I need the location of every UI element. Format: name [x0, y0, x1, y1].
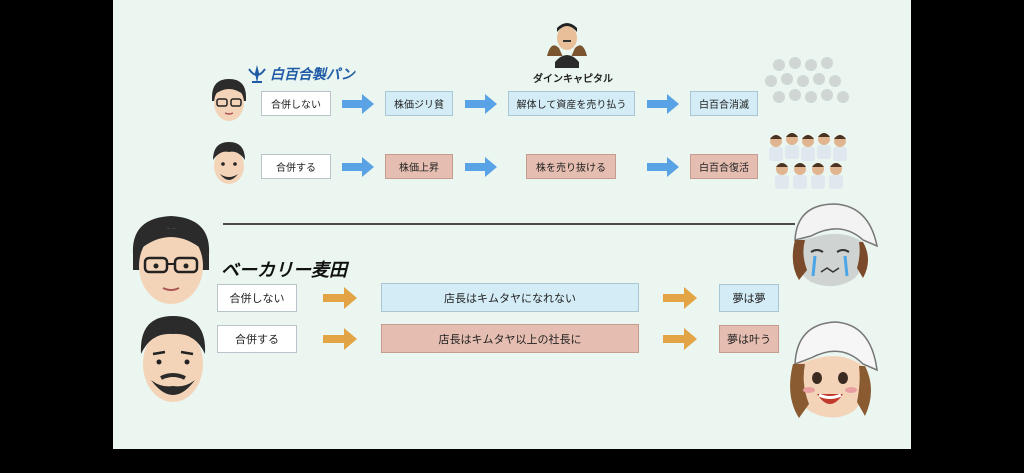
top-row1-step3: 解体して資産を売り払う	[508, 91, 635, 116]
arrow-right-icon	[465, 157, 497, 177]
happy-face-cap	[790, 321, 878, 418]
arrow-right-icon	[323, 287, 357, 309]
investor-avatar	[547, 23, 587, 68]
top-row2-step4: 白百合復活	[690, 154, 758, 179]
capital-label: ダインキャピタル	[533, 74, 613, 85]
top-row1-step1: 合併しない	[261, 91, 331, 116]
faded-crowd-icon	[765, 57, 849, 103]
lily-logo-icon	[248, 65, 266, 83]
manager-face-glasses	[132, 216, 210, 304]
arrow-right-icon	[465, 94, 497, 114]
slide: 白百合製パン ダインキャピタル 合併しない 株価ジリ貧 解体して資産を売り払う …	[113, 0, 911, 449]
bottom-row2-step1: 合併する	[217, 325, 297, 353]
top-row2-step3: 株を売り抜ける	[526, 154, 616, 179]
arrow-right-icon	[323, 328, 357, 350]
top-company-title: 白百合製パン	[270, 67, 355, 83]
top-row2-step1: 合併する	[261, 154, 331, 179]
bottom-row2-step2: 店長はキムタヤ以上の社長に	[381, 324, 639, 353]
section-divider	[223, 223, 795, 225]
top-row1-step2: 株価ジリ貧	[385, 91, 453, 116]
bottom-row1-step2: 店長はキムタヤになれない	[381, 283, 639, 312]
crying-face-cap	[792, 203, 879, 287]
employee-crowd-icon	[769, 133, 847, 189]
arrow-right-icon	[663, 287, 697, 309]
arrow-right-icon	[663, 328, 697, 350]
top-row1-step4: 白百合消滅	[690, 91, 758, 116]
arrow-right-icon	[647, 94, 679, 114]
bottom-row2-step3: 夢は叶う	[719, 325, 779, 353]
bottom-company-title: ベーカリー麦田	[221, 260, 347, 281]
president-face-glasses	[212, 79, 246, 121]
bottom-row1-step3: 夢は夢	[719, 284, 779, 312]
top-row2-step2: 株価上昇	[385, 154, 453, 179]
manager-face-beard	[140, 316, 206, 402]
arrow-right-icon	[342, 94, 374, 114]
arrow-right-icon	[342, 157, 374, 177]
arrow-right-icon	[647, 157, 679, 177]
president-face-beard	[213, 142, 245, 184]
bottom-row1-step1: 合併しない	[217, 284, 297, 312]
